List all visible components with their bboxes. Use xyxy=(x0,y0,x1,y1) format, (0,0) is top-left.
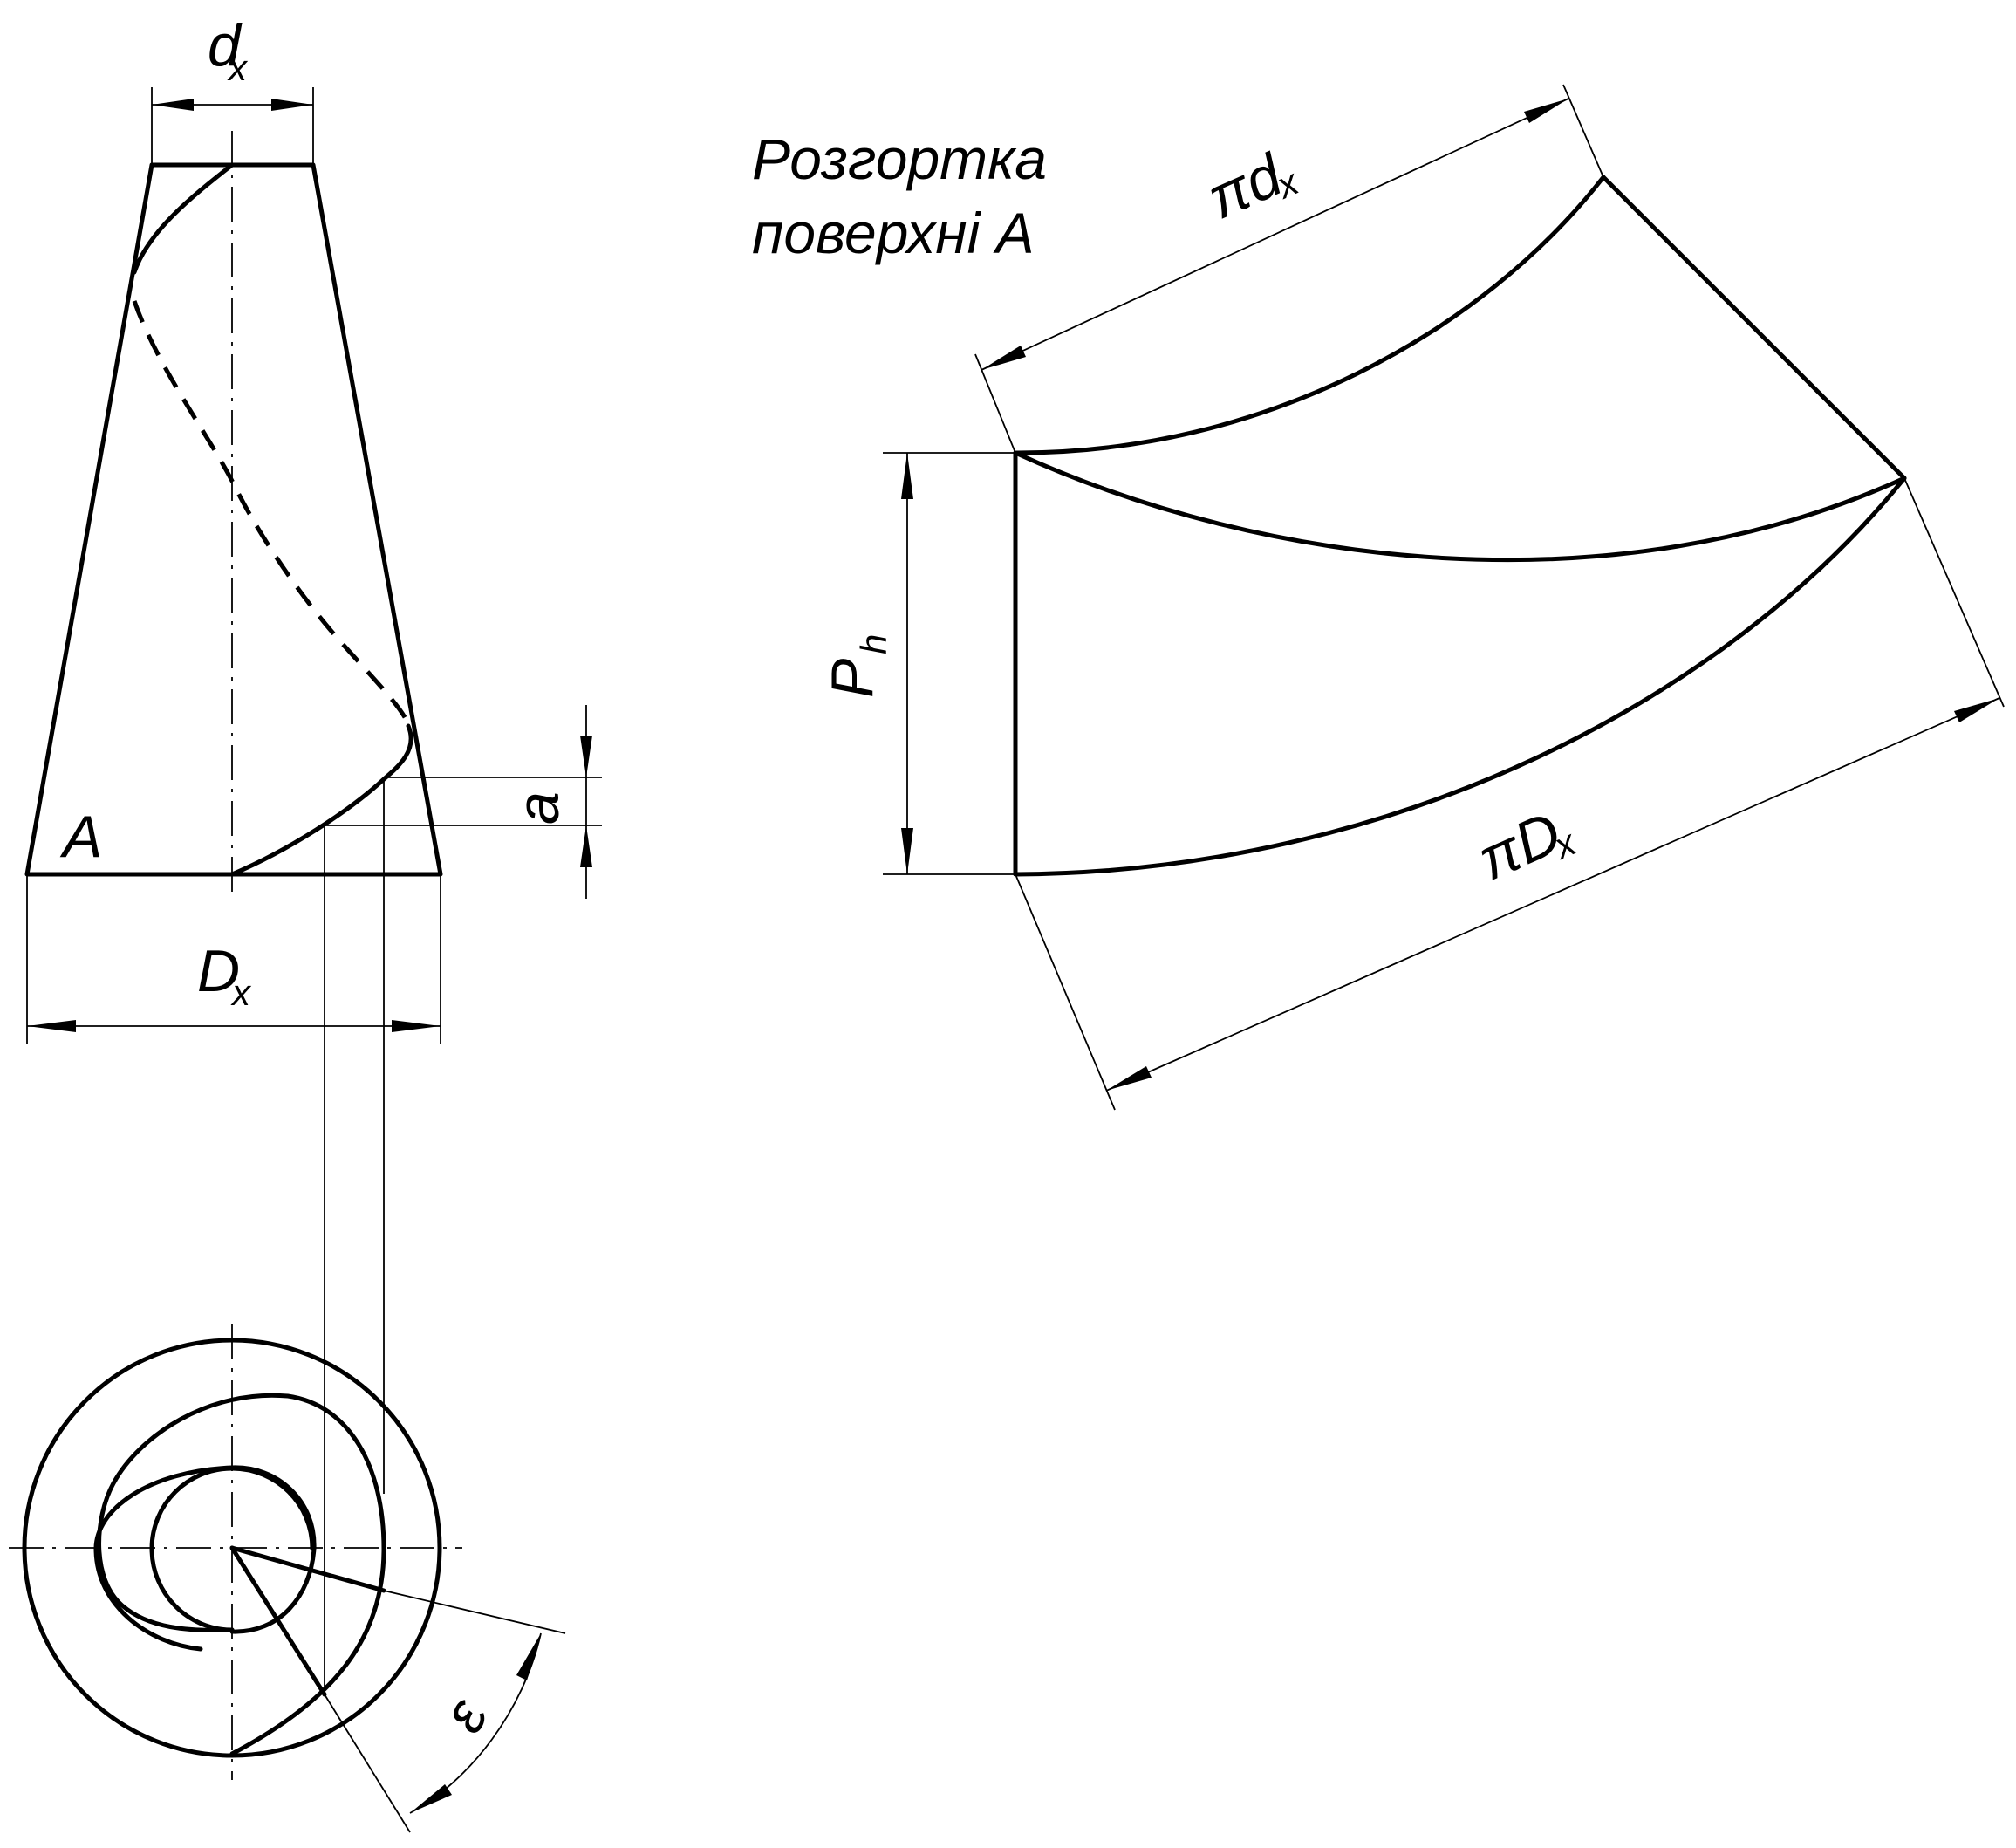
dev-helix-line xyxy=(1013,450,1907,563)
dim-epsilon xyxy=(324,1590,566,1833)
cone-outline xyxy=(24,162,443,877)
label-surface-A: A xyxy=(59,804,102,870)
cone-top-view xyxy=(9,1324,462,1780)
label-a: a xyxy=(505,791,571,825)
label-Dx: D xyxy=(197,938,240,1004)
label-Ph-sub: h xyxy=(853,634,894,654)
label-epsilon: ε xyxy=(429,1687,501,1742)
dev-right-edge xyxy=(1601,175,1907,481)
dim-Dx xyxy=(26,874,441,1044)
label-Dx-sub: x xyxy=(230,972,252,1013)
caption-line2: поверхні А xyxy=(752,201,1035,265)
development-shape xyxy=(1013,175,1907,877)
spiral-projection xyxy=(93,1465,317,1652)
caption: Розгортка поверхні А xyxy=(752,127,1047,265)
caption-line1: Розгортка xyxy=(752,127,1047,191)
dim-pi-Dx xyxy=(1015,477,2005,1111)
radius-line-2 xyxy=(229,1545,327,1697)
cone-front-view xyxy=(24,131,443,899)
dim-pi-dx xyxy=(974,84,1604,454)
label-Ph: P xyxy=(819,659,885,698)
projection-lines xyxy=(324,777,385,1694)
radius-line-1 xyxy=(229,1545,386,1593)
dim-a xyxy=(325,705,602,899)
label-dx: d xyxy=(208,12,243,79)
helix-visible-lower xyxy=(229,723,413,877)
dim-dx xyxy=(151,87,314,165)
dev-top-arc xyxy=(1013,175,1606,455)
dim-Ph xyxy=(883,452,1015,875)
label-dx-sub: x xyxy=(227,47,249,88)
spiral-inner xyxy=(149,1466,315,1632)
dev-bottom-arc xyxy=(1013,476,1907,877)
helix-visible-upper xyxy=(132,162,235,275)
spiral-middle xyxy=(97,1393,386,1756)
helix-hidden xyxy=(132,300,411,726)
